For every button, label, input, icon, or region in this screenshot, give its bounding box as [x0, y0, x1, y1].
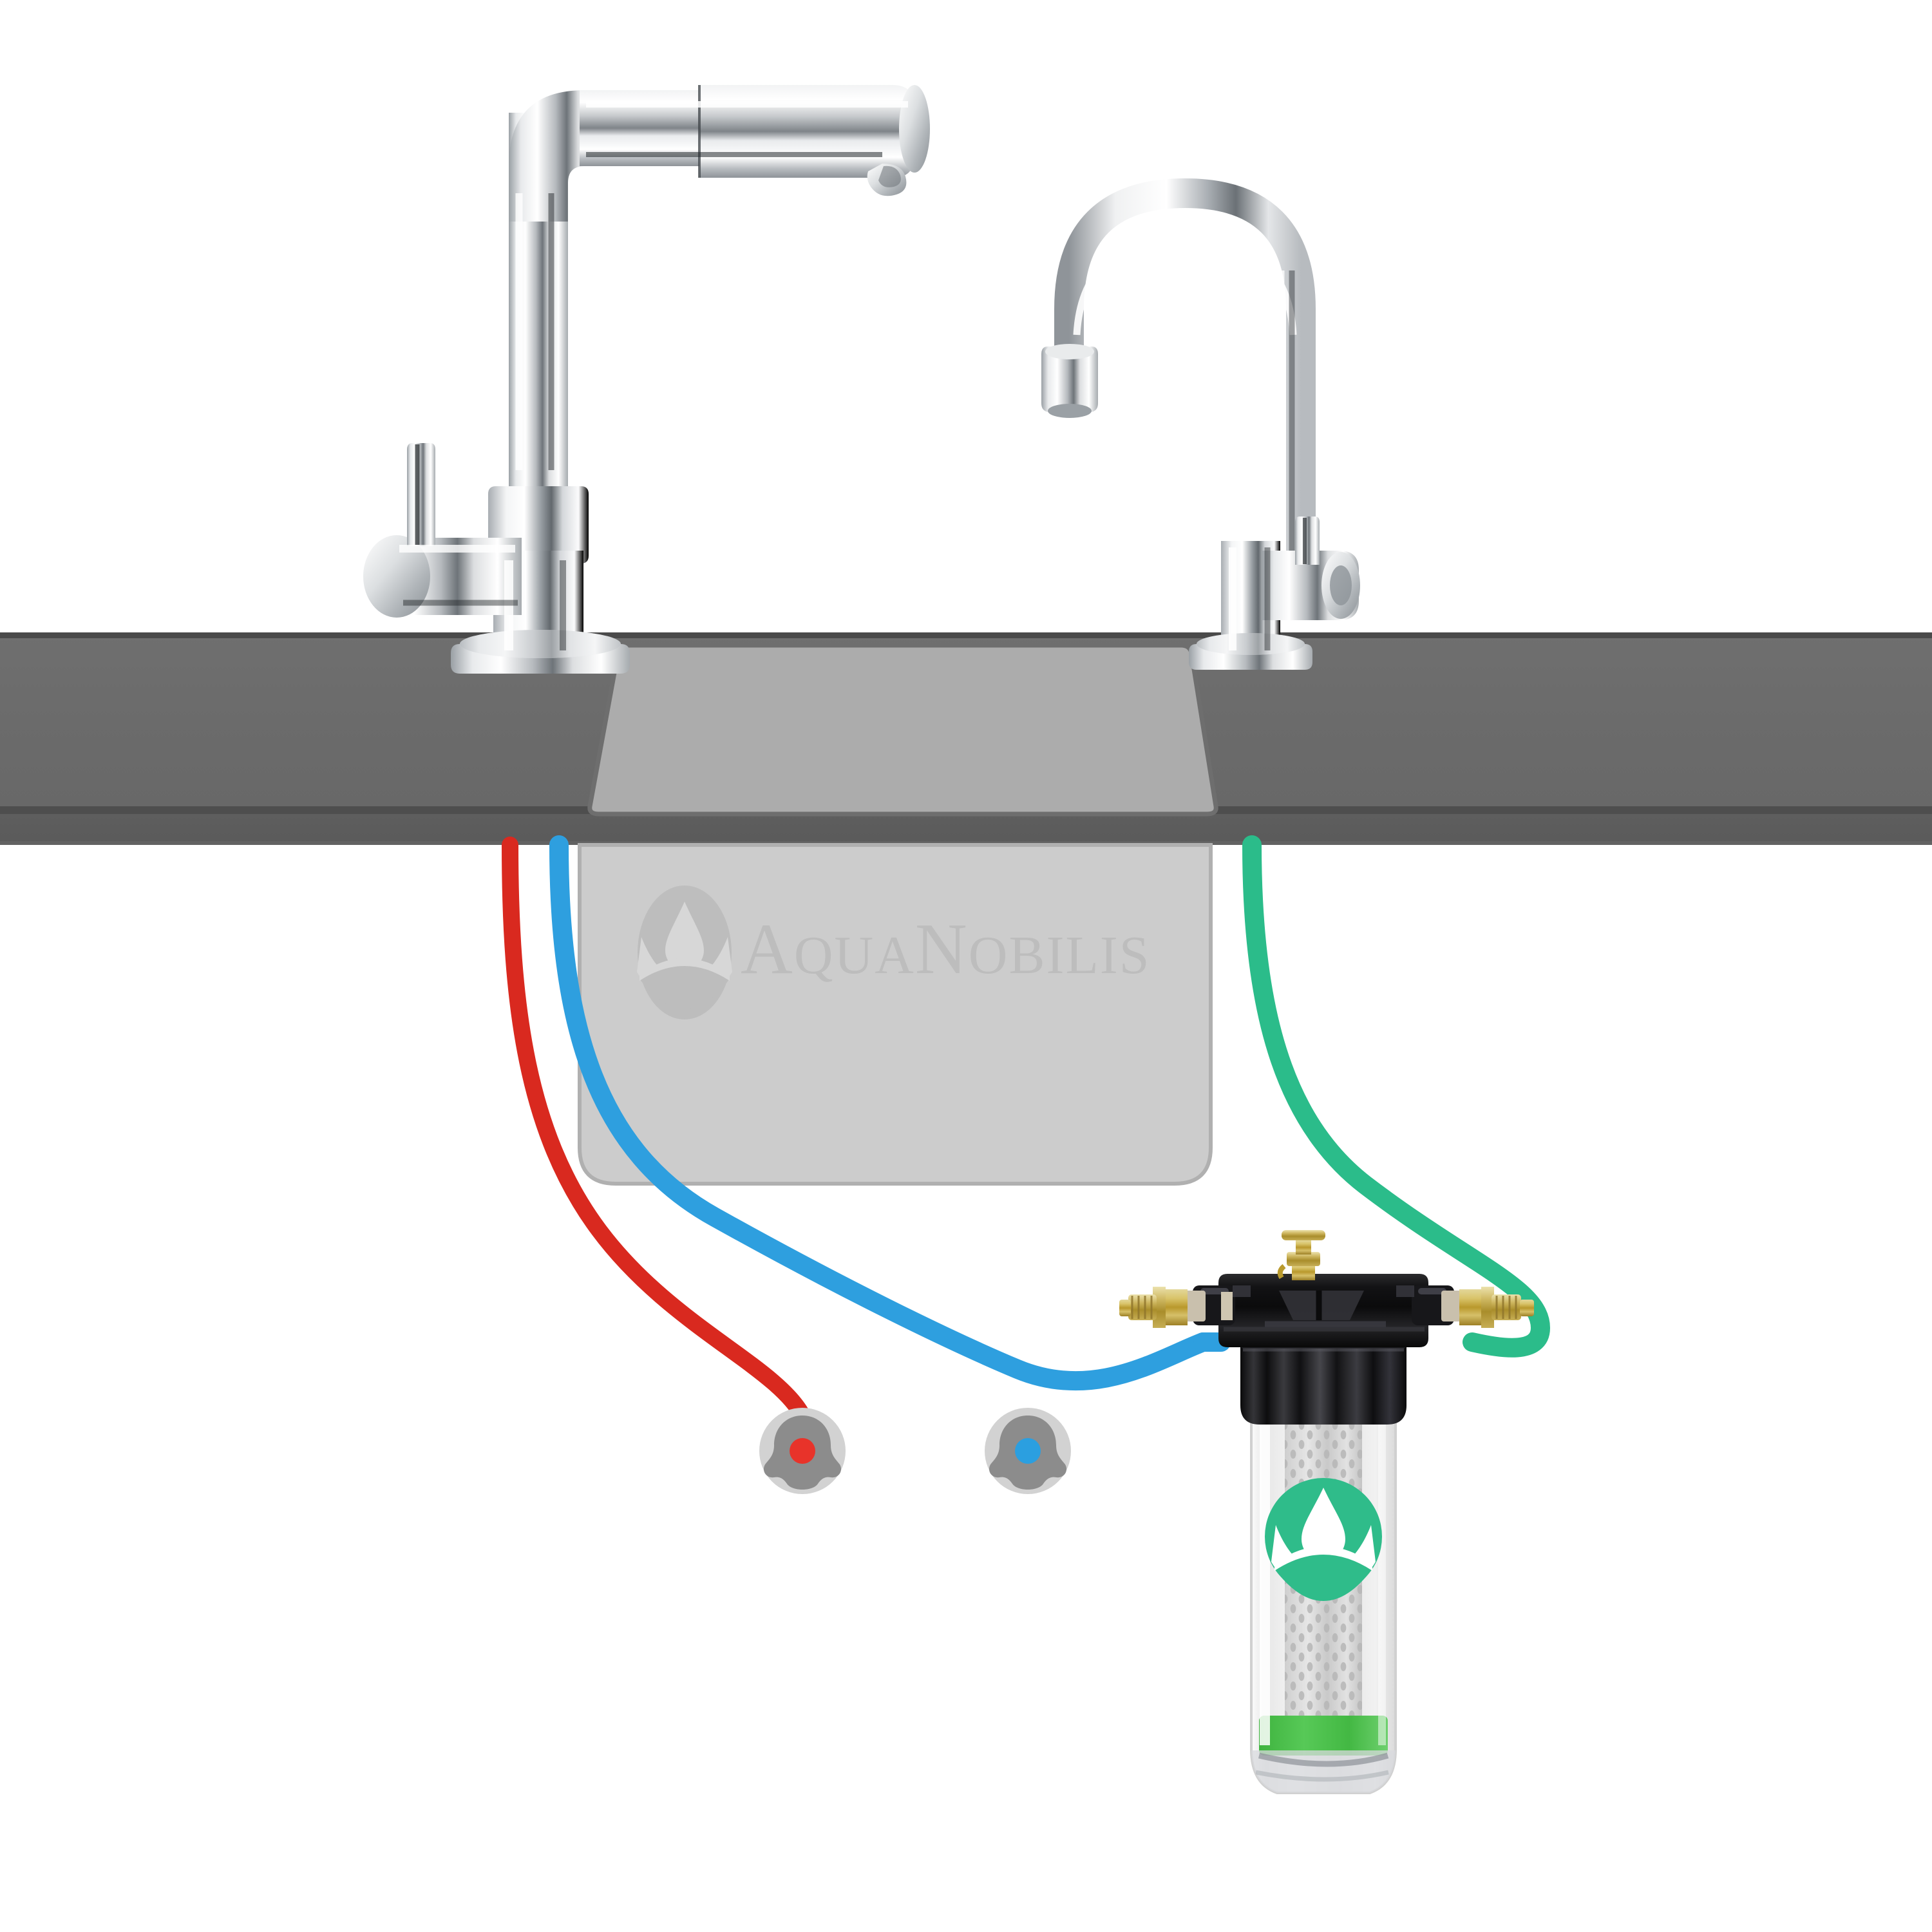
- water-filter-assembly[interactable]: [1119, 1230, 1534, 1795]
- supply-tubes: [502, 835, 1551, 1424]
- filter-head: [1193, 1274, 1454, 1347]
- hot-indicator-dot: [790, 1438, 815, 1464]
- filter-outlet-fitting: [1441, 1287, 1534, 1328]
- wordmark-n: N: [914, 909, 969, 989]
- bleed-valve[interactable]: [1277, 1230, 1325, 1280]
- main-mixer-faucet[interactable]: [363, 85, 930, 674]
- hot-shutoff-valve[interactable]: [759, 1408, 846, 1494]
- cold-shutoff-valve[interactable]: [985, 1408, 1071, 1494]
- sink-basin: [578, 843, 1213, 1186]
- wordmark-a: A: [741, 909, 794, 989]
- wordmark-qua: QUA: [793, 925, 915, 985]
- sink-watermark-wordmark: AQUANOBILIS: [741, 913, 1150, 985]
- cold-supply-tube: [549, 835, 1213, 1391]
- sink-rim: [587, 643, 1218, 817]
- filter-cap: [1240, 1341, 1406, 1425]
- filter-inlet-fitting: [1119, 1287, 1233, 1328]
- filter-bowl: [1250, 1419, 1397, 1794]
- filter-brand-badge: [1265, 1478, 1382, 1601]
- cold-indicator-dot: [1015, 1438, 1041, 1464]
- wordmark-obilis: OBILIS: [968, 925, 1151, 985]
- sink-watermark-logo: [637, 886, 732, 1019]
- drinking-water-tap[interactable]: [1041, 178, 1360, 670]
- hot-supply-tube: [502, 837, 811, 1424]
- filtered-water-tube: [1242, 835, 1551, 1358]
